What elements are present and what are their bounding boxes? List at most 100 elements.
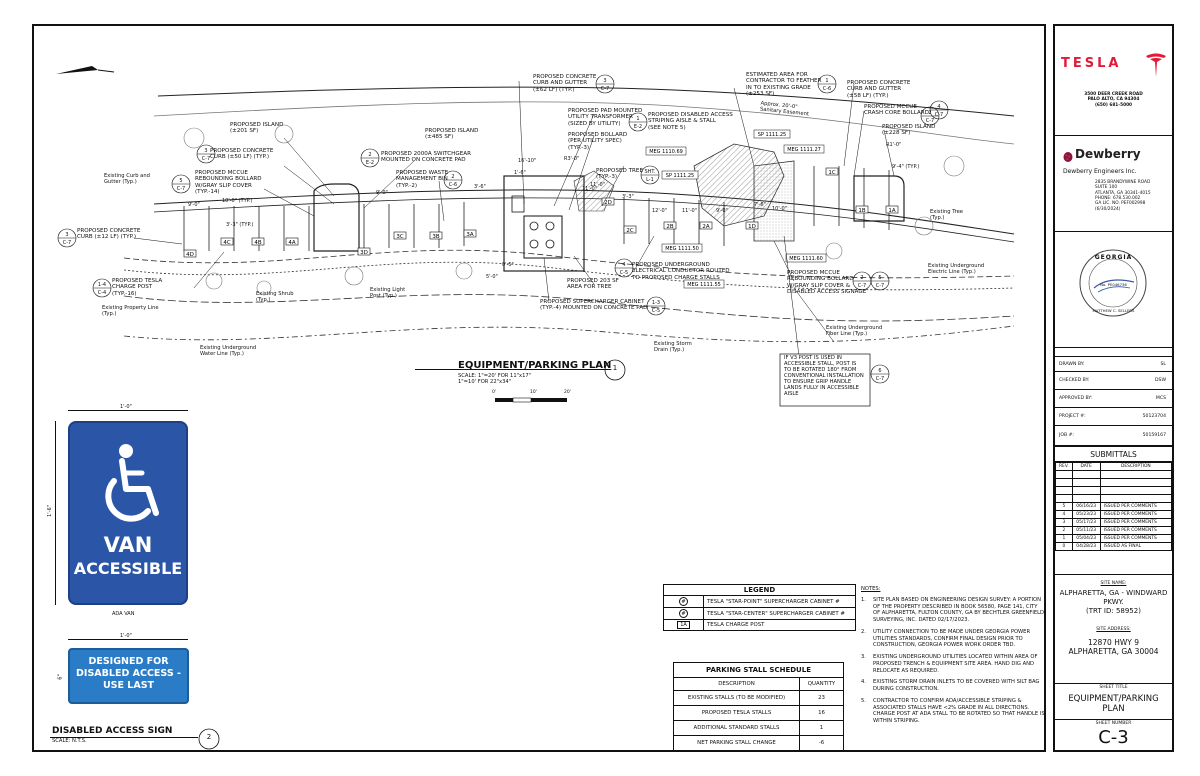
job-row: JOB #: 50159167	[1055, 426, 1172, 446]
seal-name: MATTHEW C. SELLERS	[1092, 308, 1135, 313]
schedule-cell: PROPOSED TESLA STALLS	[673, 705, 800, 721]
dimension: 3'-3"	[622, 194, 634, 200]
dimension: 16'-10"	[518, 158, 536, 164]
dimension: 11'-0"	[590, 182, 605, 188]
stall-label: 4A	[288, 240, 295, 246]
legend-text: TESLA CHARGE POST	[703, 619, 856, 631]
dewberry-address: 2835 BRANDYWINE ROAD SUITE 100 ATLANTA, …	[1095, 180, 1151, 212]
charge-post-icon: 1A	[677, 621, 690, 629]
tesla-t-icon	[1146, 53, 1166, 77]
sign-height-dim-line	[55, 421, 56, 605]
schedule-cell: 1	[799, 720, 844, 736]
dimension: 0'-5"	[502, 262, 514, 268]
stall-label: 4D	[186, 252, 194, 258]
legend-text: TESLA "STAR-POINT" SUPERCHARGER CABINET …	[703, 595, 856, 608]
note-text: SITE PLAN BASED ON ENGINEERING DESIGN SU…	[873, 596, 1045, 623]
detail-number: 1	[636, 116, 639, 122]
detail-sheet: C-7	[876, 283, 884, 289]
plan-title: EQUIPMENT/PARKING PLAN	[458, 360, 612, 371]
stall-label: 2B	[666, 224, 673, 230]
sign-line-van: VAN	[103, 533, 153, 557]
elevation-tag: SP 1111.25	[758, 132, 786, 138]
checked-by-value: DSW	[1155, 378, 1166, 383]
note-text: UTILITY CONNECTION TO BE MADE UNDER GEOR…	[873, 628, 1031, 649]
project-label: PROJECT #:	[1059, 414, 1086, 419]
detail-number: 2	[860, 275, 863, 281]
label-feather-area: ESTIMATED AREA FOR CONTRACTOR TO FEATHER…	[746, 72, 822, 98]
sign-scale: SCALE: N.T.S.	[52, 738, 87, 744]
detail-sheet: C-7	[177, 186, 185, 192]
plan-scale: SCALE: 1"=20' FOR 11"x17" 1"=10' FOR 22"…	[458, 373, 532, 386]
submittal-cell: ISSUED PER COMMENTS	[1099, 510, 1173, 519]
stall-label: 2D	[604, 200, 612, 206]
small-sign-width-dim: 1'-0"	[120, 633, 132, 639]
detail-number: 6	[878, 368, 881, 374]
label-existing-shrub: Existing Shrub (Typ.)	[256, 291, 294, 303]
detail-sheet: C-6	[823, 86, 831, 92]
label-crash-bollard: PROPOSED McCUE CRASH CORE BOLLARD	[864, 104, 929, 117]
note-item: 2.UTILITY CONNECTION TO BE MADE UNDER GE…	[861, 629, 1045, 649]
sheet-title-label: SHEET TITLE	[1099, 685, 1128, 690]
sheet-number-label: SHEET NUMBER	[1095, 721, 1132, 726]
plan-title-line	[415, 369, 600, 370]
label-bollard-14: PROPOSED McCUE REBOUNDING BOLLARD W/GRAY…	[195, 170, 262, 196]
seal-box: GEORGIA No. PE046736 MATTHEW C. SELLERS	[1055, 232, 1172, 348]
label-tree-area: PROPOSED 203 SF AREA FOR TREE	[567, 278, 619, 291]
stall-label: 3C	[396, 234, 403, 240]
site-name-label: SITE NAME:	[1100, 581, 1127, 586]
dimension: 9'-4" (TYP.)	[892, 164, 919, 170]
label-bollard-signage: PROPOSED McCUE REBOUNDING BOLLARD W/GRAY…	[787, 270, 867, 296]
legend-row: 1A TESLA CHARGE POST	[663, 619, 856, 631]
label-existing-property-line: Existing Property Line (Typ.)	[102, 305, 159, 317]
site-address-label: SITE ADDRESS:	[1096, 627, 1131, 632]
elevation-tag: MEG 1111.27	[787, 147, 821, 153]
disabled-access-plaque: DESIGNED FOR DISABLED ACCESS - USE LAST	[68, 648, 189, 704]
approved-by-row: APPROVED BY: MCS	[1055, 390, 1172, 408]
star-center-cabinet-icon: #	[679, 609, 688, 618]
dimension: R3'-0"	[564, 156, 579, 162]
detail-number: 2	[451, 174, 454, 180]
tesla-box: TESLA 3500 DEER CREEK ROAD PALO ALTO, CA…	[1055, 26, 1172, 136]
site-name: ALPHARETTA, GA - WINDWARD PKWY. (TRT ID:…	[1059, 589, 1168, 615]
submittal-cell: ISSUED PER COMMENTS	[1099, 518, 1173, 527]
sign-width-dim-line	[68, 410, 188, 411]
checked-by-label: CHECKED BY:	[1059, 378, 1090, 383]
legend-title: LEGEND	[663, 584, 856, 596]
submittal-cell: ISSUED PER COMMENTS	[1099, 526, 1173, 535]
submittals-header: REV.	[1055, 462, 1073, 471]
detail-number: 2	[928, 110, 931, 116]
label-conductor: PROPOSED UNDERGROUND ELECTRICAL CONDUCTO…	[632, 262, 730, 281]
label-curb-62: PROPOSED CONCRETE CURB AND GUTTER (±62 L…	[533, 74, 597, 93]
plan-number: 1	[612, 364, 618, 372]
label-disabled-aisle: PROPOSED DISABLED ACCESS STRIPING AISLE …	[648, 112, 733, 131]
stall-label: 1C	[828, 170, 835, 176]
dimension: R1'-0"	[886, 142, 901, 148]
dimension: 1'-6"	[514, 170, 526, 176]
stall-label: 3D	[360, 250, 368, 256]
north-arrow-icon	[56, 66, 115, 74]
submittal-cell: 05/11/23	[1071, 526, 1101, 535]
parking-stall-schedule: PARKING STALL SCHEDULE DESCRIPTION QUANT…	[673, 662, 844, 751]
detail-sheet: C-7	[926, 118, 934, 124]
project-row: PROJECT #: 50123704	[1055, 408, 1172, 426]
detail-sheet: E-2	[366, 160, 374, 166]
job-value: 50159167	[1142, 433, 1166, 438]
label-bollard-3: PROPOSED BOLLARD (PER UTILITY SPEC) (TYP…	[568, 132, 628, 151]
label-existing-tree: Existing Tree (Typ.)	[930, 209, 964, 221]
title-block: TESLA 3500 DEER CREEK ROAD PALO ALTO, CA…	[1053, 24, 1174, 752]
submittal-cell: 04/28/23	[1071, 542, 1101, 551]
scale-bar-label-10: 10'	[530, 390, 537, 395]
stall-label: 3B	[432, 234, 439, 240]
label-existing-fiber-line: Existing Underground Fiber Line (Typ.)	[826, 325, 883, 337]
label-existing-water-line: Existing Underground Water Line (Typ.)	[200, 345, 257, 357]
submittal-cell: 4	[1055, 510, 1073, 519]
sheet-number: C-3	[1098, 727, 1129, 748]
schedule-row: NET PARKING STALL CHANGE-6	[673, 735, 844, 751]
stall-label: 1A	[888, 208, 895, 214]
dimension: 9'-0"	[376, 190, 388, 196]
